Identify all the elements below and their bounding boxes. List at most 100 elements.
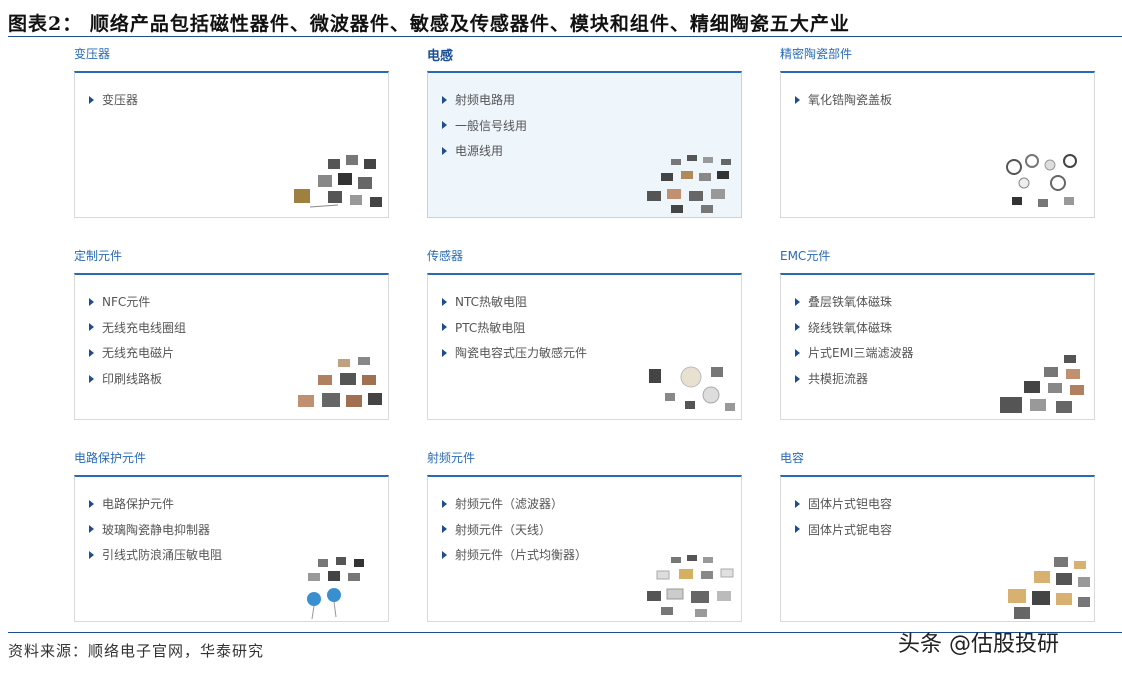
component-photo-icon	[647, 155, 731, 213]
list-item[interactable]: 一般信号线用	[442, 113, 527, 139]
item-label: 陶瓷电容式压力敏感元件	[455, 346, 588, 361]
source-note: 资料来源：顺络电子官网，华泰研究	[8, 642, 265, 660]
item-list: 氧化锆陶瓷盖板	[795, 87, 892, 113]
triangle-right-icon	[442, 550, 447, 559]
item-label: 叠层铁氧体磁珠	[808, 295, 893, 310]
item-label: 电源线用	[455, 144, 504, 159]
triangle-right-icon	[89, 525, 94, 534]
component-photo-icon	[294, 155, 382, 208]
panel-title[interactable]: 传感器	[427, 249, 464, 263]
list-item[interactable]: 印刷线路板	[89, 366, 186, 392]
component-photo-icon	[649, 366, 735, 411]
item-list: 射频电路用 一般信号线用 电源线用	[442, 87, 527, 164]
triangle-right-icon	[795, 297, 800, 306]
item-label: 氧化锆陶瓷盖板	[808, 93, 893, 108]
component-photo-icon	[307, 557, 364, 620]
list-item[interactable]: 叠层铁氧体磁珠	[795, 289, 913, 315]
triangle-right-icon	[442, 121, 447, 130]
item-label: PTC热敏电阻	[455, 320, 526, 335]
component-photo-icon	[1006, 154, 1077, 207]
triangle-right-icon	[89, 297, 94, 306]
panel-title[interactable]: 定制元件	[74, 249, 123, 263]
list-item[interactable]: PTC热敏电阻	[442, 315, 587, 341]
component-photo-icon	[647, 555, 734, 617]
item-label: 射频电路用	[455, 93, 516, 108]
item-label: 无线充电线圈组	[102, 320, 187, 335]
triangle-right-icon	[795, 499, 800, 508]
triangle-right-icon	[442, 95, 447, 104]
item-label: NTC热敏电阻	[455, 295, 527, 310]
item-label: 印刷线路板	[102, 372, 163, 387]
list-item[interactable]: 片式EMI三端滤波器	[795, 340, 913, 366]
item-label: 射频元件（天线）	[455, 522, 552, 537]
triangle-right-icon	[442, 297, 447, 306]
panel-title[interactable]: 变压器	[74, 47, 111, 61]
item-label: 固体片式钽电容	[808, 497, 893, 512]
list-item[interactable]: 无线充电磁片	[89, 340, 186, 366]
item-label: 绕线铁氧体磁珠	[808, 320, 893, 335]
panel-title[interactable]: 电感	[427, 49, 454, 64]
triangle-right-icon	[442, 499, 447, 508]
panel-title[interactable]: 精密陶瓷部件	[780, 47, 853, 61]
panel-title[interactable]: EMC元件	[780, 249, 831, 263]
item-list: NTC热敏电阻 PTC热敏电阻 陶瓷电容式压力敏感元件	[442, 289, 587, 366]
panel-card: NFC元件 无线充电线圈组 无线充电磁片 印刷线路板	[74, 273, 389, 420]
triangle-right-icon	[89, 95, 94, 104]
list-item[interactable]: 固体片式铌电容	[795, 517, 892, 543]
triangle-right-icon	[442, 348, 447, 357]
list-item[interactable]: NFC元件	[89, 289, 186, 315]
list-item[interactable]: 射频电路用	[442, 87, 527, 113]
item-label: 电路保护元件	[102, 497, 175, 512]
list-item[interactable]: 引线式防浪涌压敏电阻	[89, 542, 222, 568]
triangle-right-icon	[89, 323, 94, 332]
figure-title: 图表2： 顺络产品包括磁性器件、微波器件、敏感及传感器件、模块和组件、精细陶瓷五…	[8, 13, 850, 35]
item-label: 变压器	[102, 93, 139, 108]
item-list: 叠层铁氧体磁珠 绕线铁氧体磁珠 片式EMI三端滤波器 共模扼流器	[795, 289, 913, 391]
item-label: 片式EMI三端滤波器	[808, 346, 914, 361]
list-item[interactable]: 射频元件（片式均衡器）	[442, 542, 587, 568]
list-item[interactable]: NTC热敏电阻	[442, 289, 587, 315]
item-list: 射频元件（滤波器） 射频元件（天线） 射频元件（片式均衡器）	[442, 491, 587, 568]
triangle-right-icon	[442, 323, 447, 332]
component-photo-icon	[298, 357, 382, 407]
triangle-right-icon	[795, 95, 800, 104]
panel-card: 氧化锆陶瓷盖板	[780, 71, 1095, 218]
panel-title[interactable]: 电容	[780, 451, 805, 465]
watermark: 头条 @估股投研	[898, 632, 1059, 657]
component-photo-icon	[1000, 355, 1084, 413]
triangle-right-icon	[795, 348, 800, 357]
list-item[interactable]: 无线充电线圈组	[89, 315, 186, 341]
triangle-right-icon	[795, 374, 800, 383]
triangle-right-icon	[795, 525, 800, 534]
list-item[interactable]: 绕线铁氧体磁珠	[795, 315, 913, 341]
triangle-right-icon	[795, 323, 800, 332]
triangle-right-icon	[442, 525, 447, 534]
list-item[interactable]: 玻璃陶瓷静电抑制器	[89, 517, 222, 543]
list-item[interactable]: 固体片式钽电容	[795, 491, 892, 517]
list-item[interactable]: 射频元件（滤波器）	[442, 491, 587, 517]
triangle-right-icon	[89, 348, 94, 357]
triangle-right-icon	[442, 146, 447, 155]
item-label: 固体片式铌电容	[808, 522, 893, 537]
panel-card: 电路保护元件 玻璃陶瓷静电抑制器 引线式防浪涌压敏电阻	[74, 475, 389, 622]
item-list: 变压器	[89, 87, 138, 113]
list-item[interactable]: 陶瓷电容式压力敏感元件	[442, 340, 587, 366]
item-label: NFC元件	[102, 295, 151, 310]
list-item[interactable]: 电路保护元件	[89, 491, 222, 517]
list-item[interactable]: 变压器	[89, 87, 138, 113]
item-label: 引线式防浪涌压敏电阻	[102, 548, 223, 563]
footer-rule	[8, 632, 1122, 633]
list-item[interactable]: 氧化锆陶瓷盖板	[795, 87, 892, 113]
item-label: 玻璃陶瓷静电抑制器	[102, 522, 211, 537]
item-label: 一般信号线用	[455, 118, 528, 133]
triangle-right-icon	[89, 499, 94, 508]
triangle-right-icon	[89, 550, 94, 559]
panel-title[interactable]: 射频元件	[427, 451, 476, 465]
panel-card: 固体片式钽电容 固体片式铌电容	[780, 475, 1095, 622]
list-item[interactable]: 电源线用	[442, 138, 527, 164]
list-item[interactable]: 射频元件（天线）	[442, 517, 587, 543]
item-label: 无线充电磁片	[102, 346, 175, 361]
panel-card: 叠层铁氧体磁珠 绕线铁氧体磁珠 片式EMI三端滤波器 共模扼流器	[780, 273, 1095, 420]
panel-title[interactable]: 电路保护元件	[74, 451, 147, 465]
list-item[interactable]: 共模扼流器	[795, 366, 913, 392]
